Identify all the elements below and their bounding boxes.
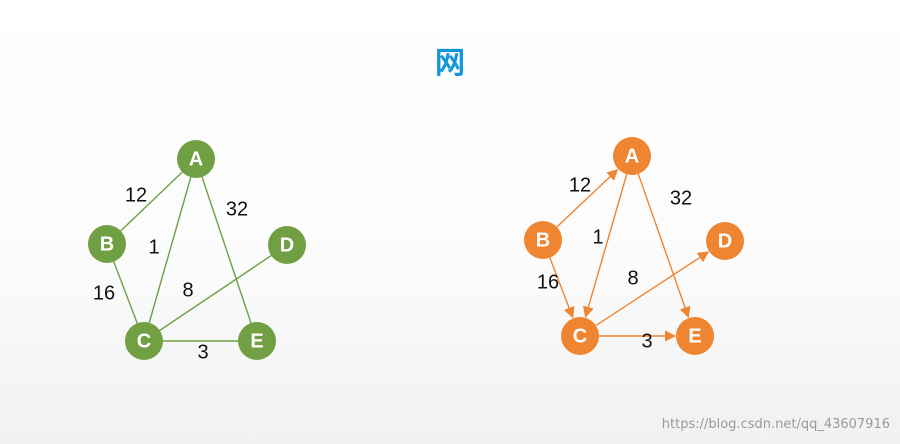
node-label-E: E (250, 330, 263, 352)
edge-weight-A-C: 1 (592, 226, 603, 248)
node-label-A: A (625, 145, 639, 167)
edge-weight-B-C: 16 (537, 271, 559, 293)
node-label-C: C (573, 325, 587, 347)
edge-weight-C-E: 3 (641, 330, 652, 352)
edge-A-E (195, 158, 258, 342)
edge-C-D (143, 244, 288, 342)
undirected-graph: 12 1 32 16 8 3 A B C D E (88, 140, 306, 363)
edge-weight-B-C: 16 (93, 282, 115, 304)
node-label-D: D (280, 234, 294, 256)
node-label-D: D (718, 230, 732, 252)
watermark: https://blog.csdn.net/qq_43607916 (661, 417, 890, 432)
node-B (88, 225, 126, 263)
edge-weight-A-E: 32 (226, 198, 248, 220)
edge-weight-A-E: 32 (670, 187, 692, 209)
node-label-E: E (688, 325, 701, 347)
directed-graph: 12 1 32 16 8 3 A B C D E (524, 137, 744, 355)
node-label-B: B (100, 233, 114, 255)
node-B (524, 221, 562, 259)
node-E (676, 317, 714, 355)
node-label-A: A (189, 148, 203, 170)
edge-C-D (595, 251, 710, 327)
edge-weight-A-B: 12 (125, 184, 147, 206)
node-label-B: B (536, 229, 550, 251)
node-E (238, 322, 276, 360)
edge-weight-A-C: 1 (148, 236, 159, 258)
edge-B-A (556, 168, 619, 228)
node-A (177, 140, 215, 178)
edge-weight-C-D: 8 (627, 267, 638, 289)
node-C (125, 322, 163, 360)
node-label-C: C (137, 330, 151, 352)
edge-A-B (106, 158, 197, 245)
diagram-title: 网 (435, 46, 465, 81)
edge-weight-C-E: 3 (197, 341, 208, 363)
edge-weight-C-D: 8 (182, 279, 193, 301)
node-C (561, 317, 599, 355)
node-D (268, 226, 306, 264)
edge-A-C (143, 158, 197, 342)
edge-A-C (582, 174, 628, 318)
node-D (706, 222, 744, 260)
edge-A-E (637, 173, 691, 319)
node-A (613, 137, 651, 175)
edge-B-C (549, 257, 575, 319)
edge-weight-B-A: 12 (569, 174, 591, 196)
